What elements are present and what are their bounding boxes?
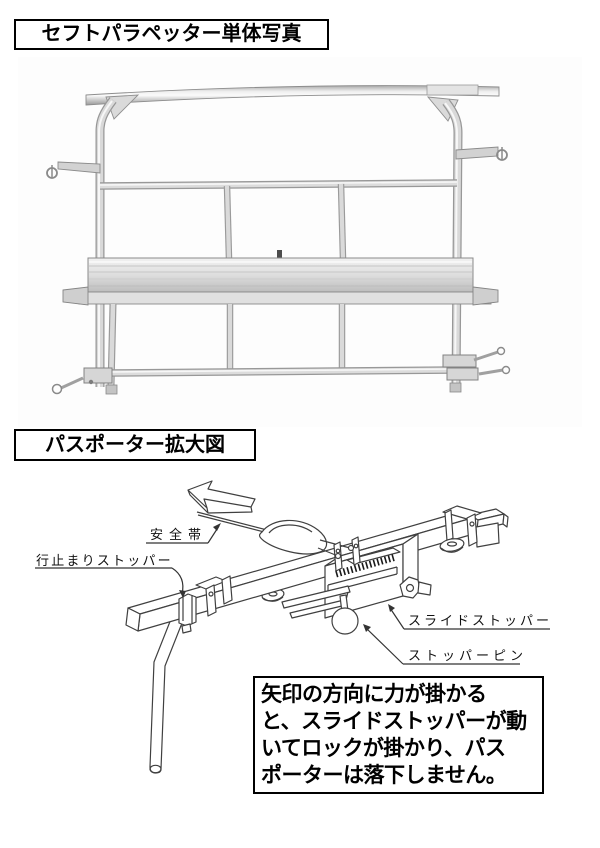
label-stopper-pin: ストッパーピン	[408, 648, 527, 663]
upper-struts	[223, 183, 347, 260]
dead-end-stopper-clamp	[178, 593, 197, 634]
diagram-section-title: パスポーター拡大図	[14, 429, 256, 461]
parapet-product-photo	[18, 57, 582, 427]
mid-rail	[99, 179, 458, 190]
right-bracket	[442, 505, 482, 547]
stopper-pin-ball	[331, 594, 359, 635]
mechanism-note: 矢印の方向に力が掛かる と、スライドストッパーが動 いてロックが掛かり、パス ポ…	[253, 676, 544, 794]
passporter-diagram: 安全帯 行止まりストッパー スライドストッパー ストッパーピン	[35, 480, 552, 774]
right-foot	[449, 382, 462, 393]
left-hook	[46, 161, 101, 179]
label-leaders	[35, 523, 550, 665]
right-hook	[455, 146, 508, 161]
hook-assembly	[258, 519, 361, 572]
left-clamp	[51, 367, 113, 395]
label-safety-belt: 安全帯	[150, 527, 207, 542]
bottom-rail	[106, 366, 459, 377]
direction-arrow	[187, 480, 256, 514]
top-rail	[85, 84, 500, 106]
toe-board	[62, 257, 499, 306]
right-wing-knob	[439, 538, 465, 553]
left-post	[95, 97, 117, 387]
right-post	[442, 99, 463, 388]
label-dead-end-stopper: 行止まりストッパー	[36, 553, 173, 568]
support-leg	[149, 613, 185, 774]
flag-plate	[195, 575, 233, 617]
left-foot	[105, 384, 118, 395]
tube-end-stub	[469, 508, 509, 548]
label-slide-stopper: スライドストッパー	[408, 613, 552, 628]
board-clip	[277, 250, 282, 259]
right-clamp	[442, 346, 511, 381]
photo-section-title: セフトパラペッター単体写真	[14, 19, 329, 50]
